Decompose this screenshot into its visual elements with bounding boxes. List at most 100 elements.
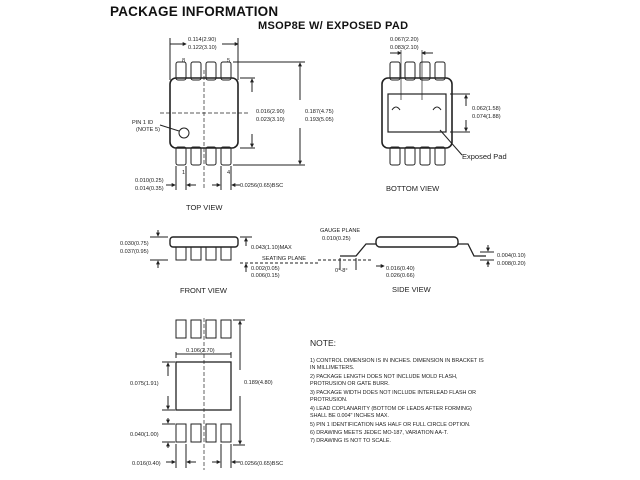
- top-lead: [175, 61, 187, 81]
- top-view-dim-body-1: 0.016(2.90): [256, 109, 285, 115]
- side-dim-r-1: 0.004(0.10): [497, 253, 526, 259]
- note-line: IN MILLIMETERS.: [310, 365, 354, 371]
- note-line: 2) PACKAGE LENGTH DOES NOT INCLUDE MOLD …: [310, 374, 458, 380]
- pin-1-label: 1: [182, 170, 185, 176]
- exposed-pad-label: Exposed Pad: [462, 152, 507, 161]
- land-dim-pad: 0.040(1.00): [130, 432, 159, 438]
- front-dim-s-1: 0.002(0.05): [251, 266, 280, 272]
- bv-lead: [419, 146, 431, 166]
- lead-angle: 0°-8°: [335, 268, 348, 274]
- front-dim-max: 0.043(1.10)MAX: [251, 245, 292, 251]
- front-lead: [190, 246, 202, 261]
- pin1-id-label: PIN 1 ID: [132, 120, 153, 126]
- page-subtitle: MSOP8E W/ EXPOSED PAD: [258, 20, 409, 32]
- land-pad: [175, 423, 187, 443]
- land-pad: [190, 423, 202, 443]
- notes-title: NOTE:: [310, 338, 336, 348]
- bottom-lead: [205, 146, 217, 166]
- land-pad: [190, 319, 202, 339]
- note-line: 5) PIN 1 IDENTIFICATION HAS HALF OR FULL…: [310, 422, 471, 428]
- top-view-dim-body-2: 0.023(3.10): [256, 117, 285, 123]
- bv-lead: [389, 146, 401, 166]
- top-lead: [205, 61, 217, 81]
- front-view-body: [169, 236, 239, 248]
- note-line: PROTRUSION.: [310, 397, 347, 403]
- land-dim-top: 0.106(2.70): [186, 348, 215, 354]
- seating-plane-label: SEATING PLANE: [262, 256, 306, 262]
- pin-5-label: 5: [227, 58, 230, 64]
- front-dim-h-2: 0.037(0.95): [120, 249, 149, 255]
- land-dim-right: 0.189(4.80): [244, 380, 273, 386]
- top-view-dim-width-1: 0.114(2.90): [188, 37, 216, 43]
- bottom-lead: [175, 146, 187, 166]
- bottom-view-dim-top-2: 0.083(2.10): [390, 45, 419, 51]
- pin-8-label: 8: [182, 58, 185, 64]
- land-pitch: 0.0256(0.65)BSC: [240, 461, 283, 467]
- bottom-view-dim-right-2: 0.074(1.88): [472, 114, 501, 120]
- bv-lead: [434, 146, 446, 166]
- front-lead: [205, 246, 217, 261]
- note-line: SHALL BE 0.004" INCHES MAX.: [310, 413, 389, 419]
- bv-lead: [434, 61, 446, 81]
- page-title: PACKAGE INFORMATION: [110, 4, 279, 19]
- pin1-note-label: (NOTE 5): [136, 127, 160, 133]
- note-line: 7) DRAWING IS NOT TO SCALE.: [310, 438, 391, 444]
- land-pad: [175, 319, 187, 339]
- side-view: GAUGE PLANE 0.010(0.25) 0°-8° 0.016(0.40…: [318, 228, 526, 294]
- bottom-view: 0.067(2.20) 0.083(2.10) 0.062(1.58) 0.07…: [381, 37, 507, 193]
- land-pad: [205, 319, 217, 339]
- land-pattern: 0.106(2.70) 0.075(1.91) 0.189(4.80) 0.04…: [130, 318, 283, 470]
- side-lead-right: [458, 243, 486, 257]
- side-dim-b-2: 0.026(0.66): [386, 273, 415, 279]
- side-dim-b-1: 0.016(0.40): [386, 266, 415, 272]
- front-view-label: FRONT VIEW: [180, 286, 228, 295]
- exposed-pad: [387, 93, 447, 133]
- bottom-view-dim-top-1: 0.067(2.20): [390, 37, 419, 43]
- pin-4-label: 4: [227, 170, 230, 176]
- side-view-body: [375, 236, 459, 248]
- top-view: 0.114(2.90) 0.122(3.10) 8 5 PIN 1 ID (NO…: [132, 37, 334, 212]
- top-view-dim-total-1: 0.187(4.75): [305, 109, 334, 115]
- top-lead: [190, 61, 202, 81]
- lead-pitch: 0.0256(0.65)BSC: [240, 183, 283, 189]
- lead-width-1: 0.010(0.25): [135, 178, 164, 184]
- top-view-dim-width-2: 0.122(3.10): [188, 45, 217, 51]
- bottom-view-body: [381, 77, 453, 149]
- bv-lead: [404, 146, 416, 166]
- top-view-dim-total-2: 0.193(5.05): [305, 117, 334, 123]
- land-pad: [220, 423, 232, 443]
- gauge-plane-label: GAUGE PLANE: [320, 228, 360, 234]
- note-line: PROTRUSION OR GATE BURR.: [310, 381, 390, 387]
- front-dim-s-2: 0.006(0.15): [251, 273, 280, 279]
- front-view: 0.030(0.75) 0.037(0.95) 0.043(1.10)MAX S…: [120, 230, 320, 295]
- bottom-lead: [220, 146, 232, 166]
- lead-width-2: 0.014(0.35): [135, 186, 164, 192]
- land-dim-width: 0.016(0.40): [132, 461, 161, 467]
- bv-lead: [419, 61, 431, 81]
- top-lead: [220, 61, 232, 81]
- front-dim-h-1: 0.030(0.75): [120, 241, 149, 247]
- pin1-id-mark: [178, 127, 190, 139]
- side-dim-r-2: 0.008(0.20): [497, 261, 526, 267]
- note-line: 3) PACKAGE WIDTH DOES NOT INCLUDE INTERL…: [310, 390, 476, 396]
- bv-lead: [404, 61, 416, 81]
- note-line: 1) CONTROL DIMENSION IS IN INCHES. DIMEN…: [310, 358, 484, 364]
- land-pad: [220, 319, 232, 339]
- front-lead: [220, 246, 232, 261]
- bottom-lead: [190, 146, 202, 166]
- notes: NOTE: 1) CONTROL DIMENSION IS IN INCHES.…: [310, 338, 484, 444]
- land-pad: [205, 423, 217, 443]
- bottom-view-label: BOTTOM VIEW: [386, 184, 440, 193]
- note-line: 6) DRAWING MEETS JEDEC MO-187, VARIATION…: [310, 430, 448, 436]
- side-view-label: SIDE VIEW: [392, 285, 432, 294]
- land-dim-left: 0.075(1.91): [130, 381, 159, 387]
- front-lead: [175, 246, 187, 261]
- bottom-view-dim-right-1: 0.062(1.58): [472, 106, 501, 112]
- bv-lead: [389, 61, 401, 81]
- top-view-label: TOP VIEW: [186, 203, 223, 212]
- note-line: 4) LEAD COPLANARITY (BOTTOM OF LEADS AFT…: [310, 406, 472, 412]
- gauge-plane-dim: 0.010(0.25): [322, 236, 351, 242]
- side-lead-left: [340, 243, 376, 257]
- land-thermal-pad: [175, 361, 232, 411]
